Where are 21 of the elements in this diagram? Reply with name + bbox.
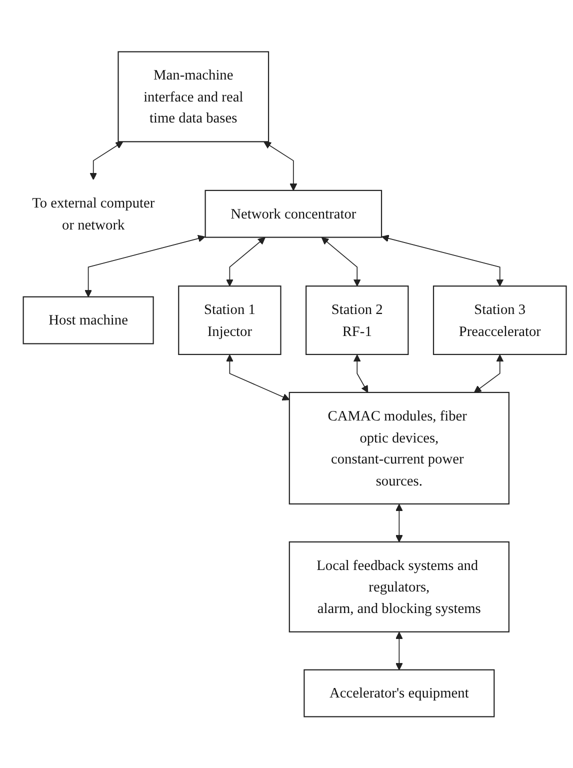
arrow <box>84 234 206 297</box>
node-box: Network concentrator <box>204 190 382 238</box>
node-box: Man-machine interface and real time data bases <box>118 50 270 142</box>
arrow <box>90 141 124 180</box>
arrow <box>321 236 361 286</box>
arrow <box>264 141 298 191</box>
node-box: Accelerator's equipment <box>304 669 495 718</box>
arrow <box>382 234 504 286</box>
node-box: Host machine <box>22 296 154 344</box>
node-box: Station 3 Preaccelerator <box>432 285 567 355</box>
node-box: Local feedback systems and regulators, alarm, and blocking systems <box>288 541 510 632</box>
arrow <box>395 504 403 542</box>
arrow <box>226 354 290 400</box>
node-text: To external computer or network <box>32 194 155 232</box>
node-box: Station 2 RF-1 <box>306 285 409 355</box>
arrow <box>353 354 368 393</box>
arrow <box>226 236 266 286</box>
arrow <box>474 354 504 393</box>
node-box: Station 1 Injector <box>178 285 282 355</box>
arrow <box>395 632 403 670</box>
node-box: CAMAC modules, fiber optic devices, constant-current power sources. <box>288 392 510 504</box>
